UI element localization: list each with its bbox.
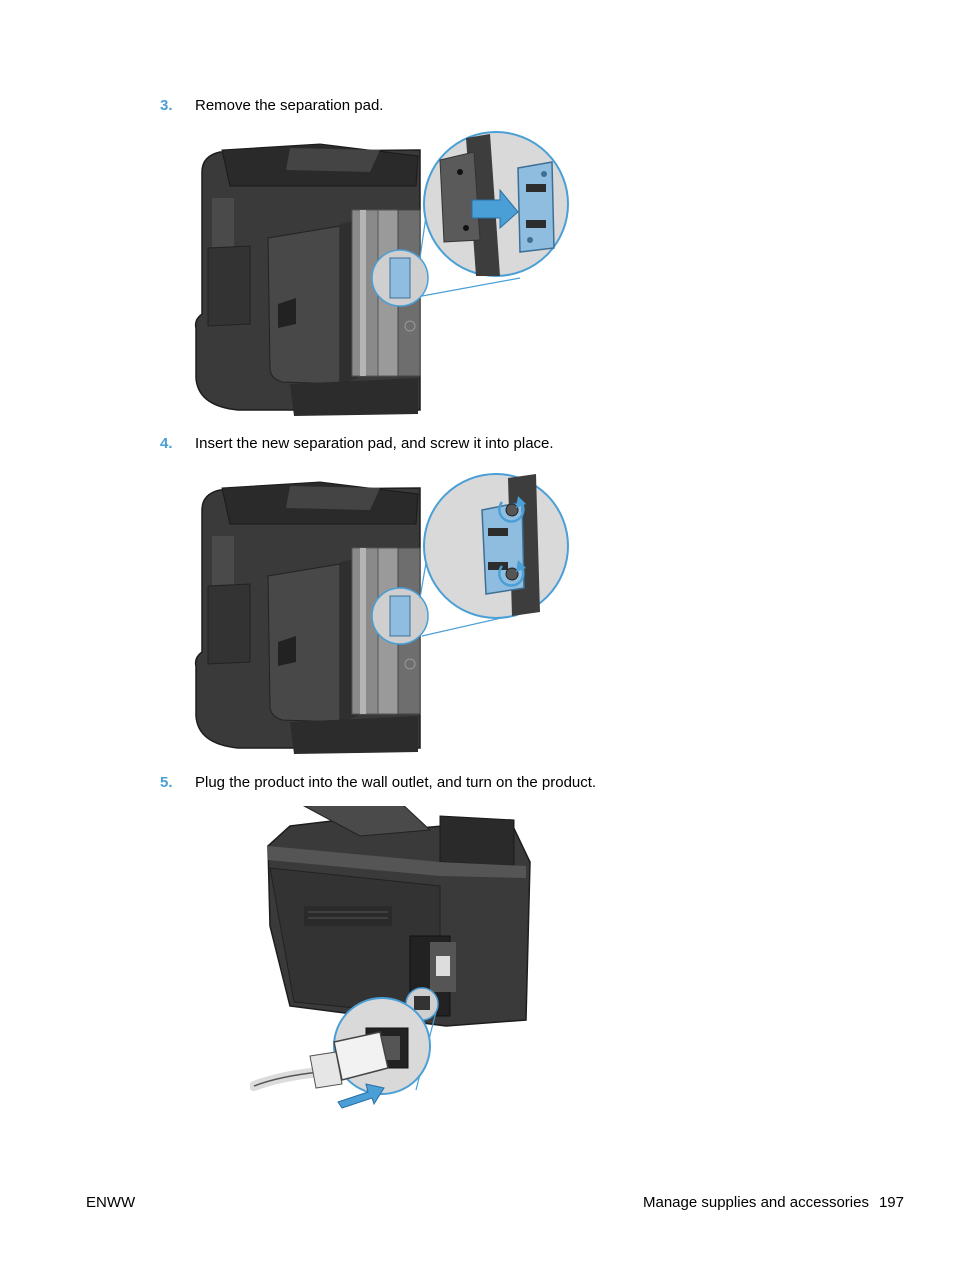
power-cord-illustration [250, 806, 531, 1109]
zoom-inset [423, 473, 569, 619]
step-number: 4. [160, 435, 173, 452]
separation-pad-location [371, 249, 429, 307]
power-cord [250, 1031, 389, 1091]
arrow-right-icon [337, 1083, 385, 1109]
footer-right: Manage supplies and accessories 197 [643, 1194, 904, 1212]
step-text: Insert the new separation pad, and screw… [195, 435, 554, 452]
footer-left: ENWW [86, 1194, 136, 1211]
remove-separation-pad-illustration [194, 131, 569, 416]
page-number: 197 [878, 1194, 904, 1211]
step-number: 3. [160, 97, 173, 114]
screw-rotate-icon [498, 501, 525, 523]
step-number: 5. [160, 774, 173, 791]
step-text: Plug the product into the wall outlet, a… [195, 774, 597, 791]
insert-separation-pad-illustration [194, 473, 569, 754]
printer-rear-view [267, 806, 531, 1027]
separation-pad-location [371, 587, 429, 645]
printer-side-view [194, 481, 421, 754]
footer-section: Manage supplies and accessories [643, 1194, 869, 1211]
screw-rotate-icon [498, 565, 525, 587]
step-text: Remove the separation pad. [195, 97, 384, 114]
arrow-right-icon [471, 188, 519, 230]
